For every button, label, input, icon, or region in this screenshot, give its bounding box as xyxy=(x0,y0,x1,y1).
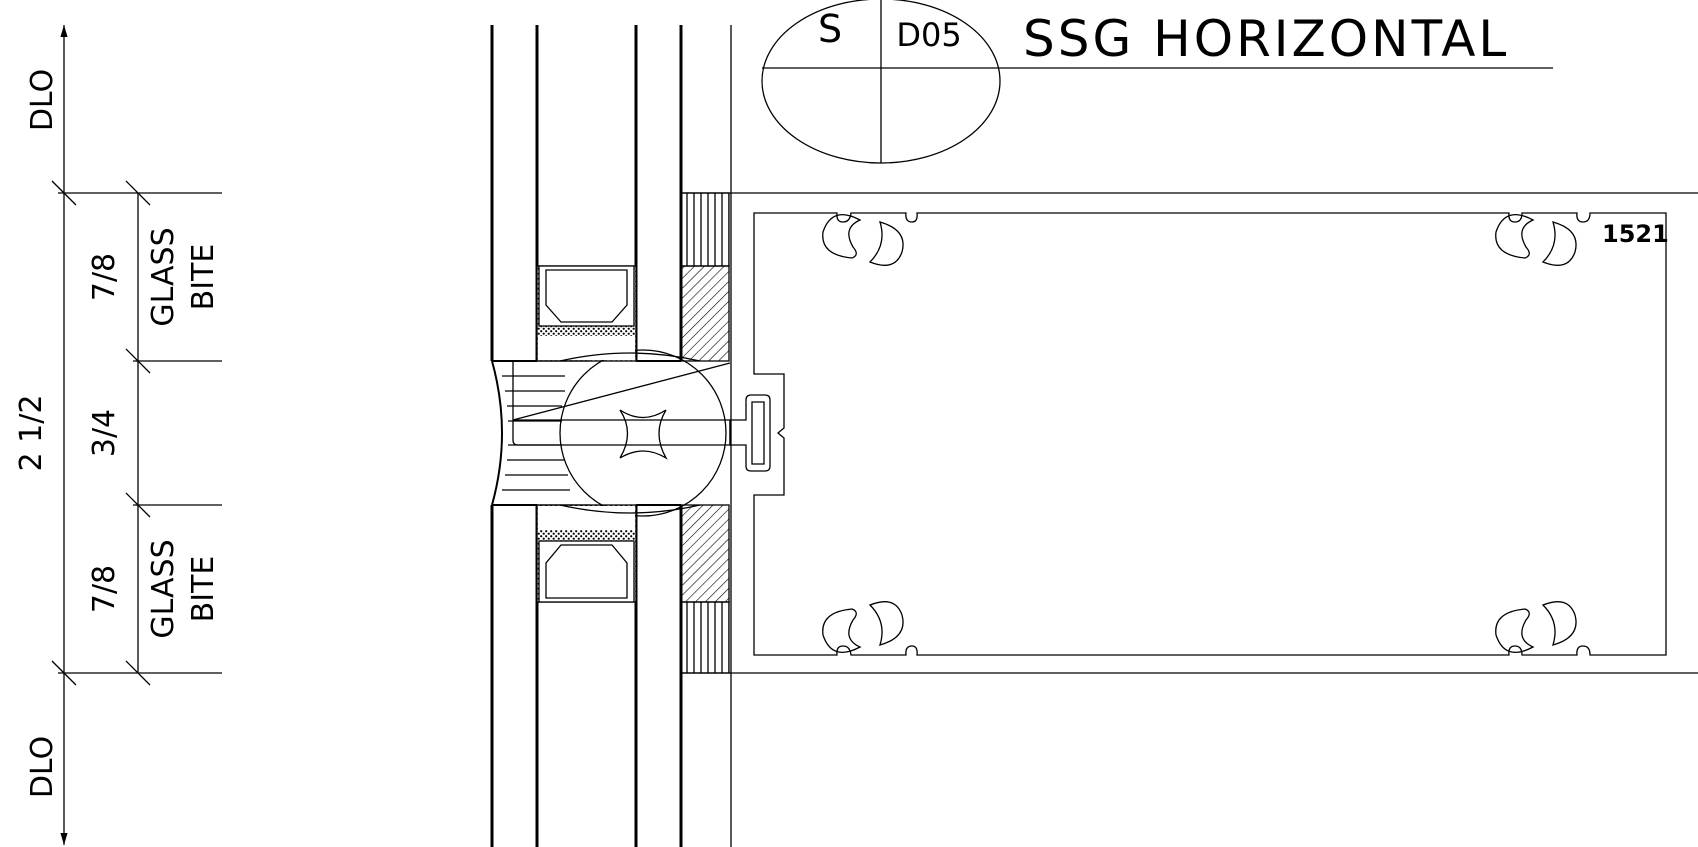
leader-line xyxy=(512,362,731,421)
joint-dimension-label: 3/4 xyxy=(87,409,122,457)
screw-spline-bottom-right xyxy=(1495,601,1577,653)
detail-title: SSG HORIZONTAL xyxy=(1023,10,1509,68)
structural-silicone-upper xyxy=(680,265,730,362)
tick-mark xyxy=(125,348,151,374)
dimension-string: DLO DLO 2 1/2 7/8 3/4 7/8 GLASS BITE GLA… xyxy=(14,25,222,845)
glazing-clip xyxy=(729,394,771,472)
glass-bite-label-bottom-line2: BITE xyxy=(186,556,221,623)
glass-bite-label-top-line2: BITE xyxy=(186,244,221,311)
dlo-label-top: DLO xyxy=(25,69,60,131)
insulated-glass-units xyxy=(490,25,683,847)
screw-spline-bottom-left xyxy=(822,601,904,653)
ig-spacers xyxy=(536,265,637,603)
weather-seal-joint xyxy=(491,336,731,530)
section-letter: S xyxy=(818,7,842,51)
weatherseal-sealant xyxy=(491,360,503,506)
backer-rod-arc-bottom xyxy=(559,504,701,514)
bite-dimension-label-bottom: 7/8 xyxy=(87,565,122,613)
backer-rod-boundary xyxy=(492,360,590,506)
spacer-profile-lower xyxy=(545,544,628,599)
anchor-clip-star xyxy=(619,409,668,460)
backer-rod-arc-top xyxy=(559,352,701,362)
structural-silicone xyxy=(680,192,730,674)
spacer-box-upper xyxy=(538,265,635,327)
tick-mark xyxy=(125,660,151,686)
setting-block-rail xyxy=(512,361,731,446)
aluminum-mullion xyxy=(681,25,1698,847)
bite-dimension-label-top: 7/8 xyxy=(87,253,122,301)
structural-silicone-lower xyxy=(680,504,730,603)
spacer-tape-upper xyxy=(680,192,730,267)
tick-mark xyxy=(125,492,151,518)
glass-bite-label-bottom-line1: GLASS xyxy=(146,539,181,638)
detail-number: D05 xyxy=(896,16,961,54)
spacer-tape-lower xyxy=(680,601,730,674)
backer-rod xyxy=(559,349,727,517)
mullion-extrusion-outline xyxy=(753,212,1667,656)
part-number-label: 1521 xyxy=(1602,220,1669,248)
tick-mark xyxy=(51,660,77,686)
overall-dimension-label: 2 1/2 xyxy=(14,395,49,472)
spacer-box-lower xyxy=(538,540,635,603)
detail-title-block: S D05 SSG HORIZONTAL xyxy=(761,0,1553,164)
glazing-clip-inner xyxy=(751,401,765,465)
screw-spline-top-left xyxy=(822,214,904,266)
tick-mark xyxy=(125,180,151,206)
tick-mark xyxy=(51,180,77,206)
spacer-profile-upper xyxy=(545,269,628,323)
glass-bite-label-top-line1: GLASS xyxy=(146,227,181,326)
dlo-label-bottom: DLO xyxy=(25,736,60,798)
screw-spline-top-right xyxy=(1495,214,1577,266)
